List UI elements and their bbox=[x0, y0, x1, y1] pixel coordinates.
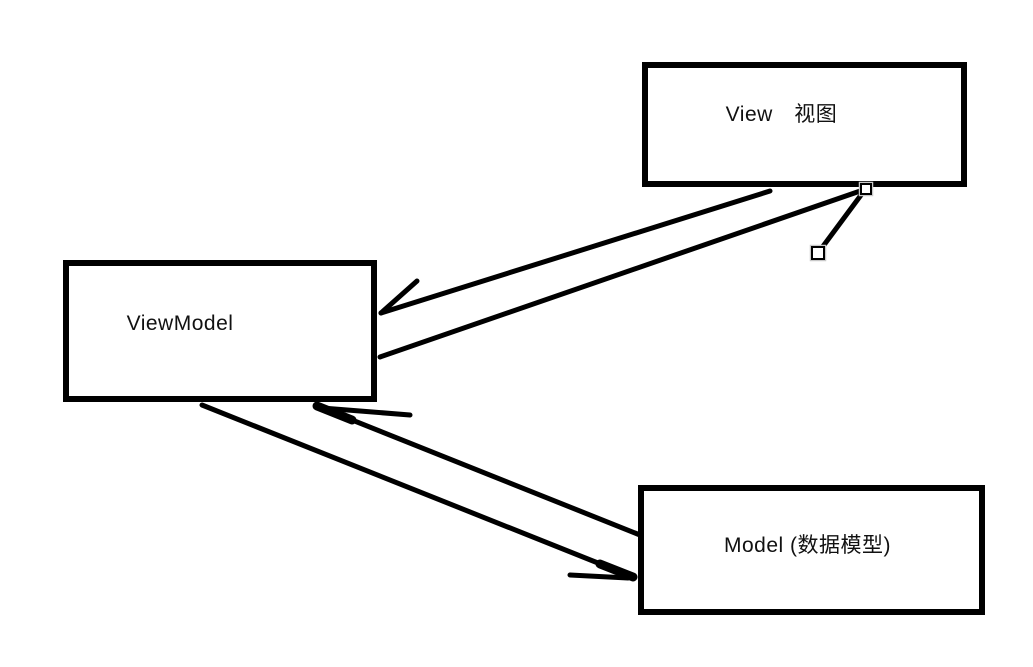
viewmodel-to-model-line[interactable] bbox=[567, 572, 631, 581]
selection-handle-halo bbox=[809, 244, 827, 262]
viewmodel-box[interactable]: ViewModel bbox=[63, 260, 377, 402]
viewmodel-to-model-line[interactable] bbox=[595, 559, 638, 582]
selected-stray-segment[interactable] bbox=[818, 188, 867, 252]
view-to-viewmodel-line[interactable] bbox=[378, 188, 773, 316]
viewmodel-label: ViewModel bbox=[126, 312, 234, 335]
viewmodel-to-model-line[interactable] bbox=[199, 402, 636, 580]
view-label: View 视图 bbox=[725, 102, 838, 126]
selection-handle[interactable] bbox=[811, 246, 825, 260]
selection-handle[interactable] bbox=[860, 183, 872, 195]
selection-handle-halo bbox=[858, 181, 874, 197]
view-box[interactable]: View 视图 bbox=[642, 62, 967, 187]
viewmodel-to-view-line[interactable] bbox=[377, 186, 869, 360]
view-to-viewmodel-line[interactable] bbox=[378, 278, 420, 316]
model-to-viewmodel-line[interactable] bbox=[319, 405, 413, 418]
model-box[interactable]: Model (数据模型) bbox=[638, 485, 985, 615]
model-label: Model (数据模型) bbox=[723, 534, 892, 557]
model-to-viewmodel-line[interactable] bbox=[314, 403, 643, 538]
